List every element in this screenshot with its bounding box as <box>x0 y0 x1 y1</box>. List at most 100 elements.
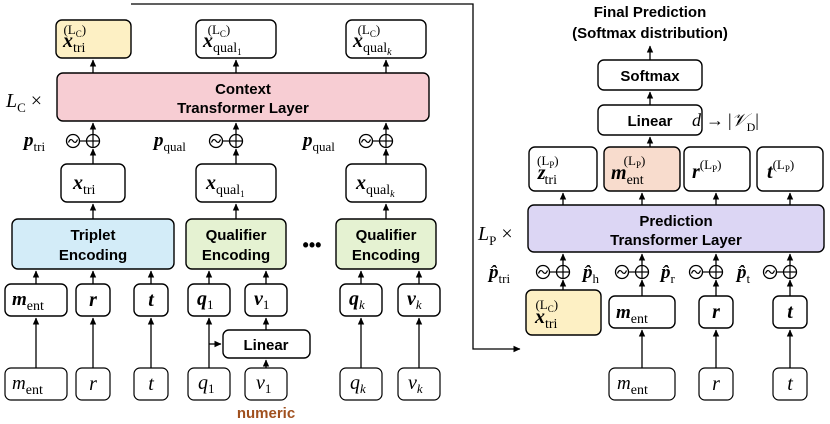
svg-text:r: r <box>89 289 97 311</box>
input-t-raw <box>133 367 169 401</box>
final-prediction-subtitle: (Softmax distribution) <box>572 25 728 42</box>
input-m-ent-raw <box>4 367 68 401</box>
output-t-box <box>756 146 824 192</box>
svg-text:v1: v1 <box>254 288 269 312</box>
x-qualk-box <box>345 163 427 203</box>
svg-text:Prediction: Prediction <box>639 213 712 230</box>
input-qk-raw <box>339 367 383 401</box>
numeric-label: numeric <box>237 405 295 422</box>
final-prediction-title: Final Prediction <box>594 4 707 21</box>
svg-text:xqualk: xqualk <box>355 172 395 200</box>
svg-text:r: r <box>712 373 720 395</box>
svg-text:ptri: ptri <box>22 130 45 154</box>
svg-text:ment: ment <box>617 373 648 398</box>
output-x-tri-label: xtri(LC) <box>62 22 86 56</box>
pos-encoding-qual1: pqual <box>152 130 244 154</box>
svg-text:Encoding: Encoding <box>352 247 420 264</box>
svg-text:ment: ment <box>12 289 44 314</box>
svg-text:Transformer Layer: Transformer Layer <box>610 232 742 249</box>
input-r-bold-right <box>698 295 734 329</box>
svg-text:ment(LP): ment(LP) <box>611 153 645 188</box>
svg-text:ztri(LP): ztri(LP) <box>537 153 559 188</box>
svg-text:r: r <box>89 373 97 395</box>
input-r-raw <box>75 367 111 401</box>
context-layer-line2: Transformer Layer <box>177 100 309 117</box>
pos-encoding-hat-r: p̂r <box>659 262 724 286</box>
svg-text:t: t <box>148 289 155 311</box>
input-r-raw-right <box>698 367 734 401</box>
input-x-tri-lc-box <box>525 289 602 336</box>
pos-encoding-hat-tri: p̂tri <box>487 262 571 286</box>
x-qual1-box <box>195 163 277 203</box>
svg-text:pqual: pqual <box>301 130 335 154</box>
svg-text:vk: vk <box>408 372 423 396</box>
output-z-tri-box <box>528 146 598 192</box>
prediction-layer-count: LP× <box>477 223 513 248</box>
svg-text:r(LP): r(LP) <box>692 157 721 183</box>
input-m-ent-raw-right <box>608 367 676 401</box>
input-r-bold <box>75 283 111 317</box>
svg-text:Encoding: Encoding <box>59 247 127 264</box>
svg-text:t: t <box>787 373 793 395</box>
context-layer-count: LC× <box>5 90 42 115</box>
svg-text:Qualifier: Qualifier <box>356 227 417 244</box>
svg-text:pqual: pqual <box>152 130 186 154</box>
svg-text:p̂h: p̂h <box>581 262 600 286</box>
output-x-qualk-label: xqualk(LC) <box>352 22 392 58</box>
svg-text:Triplet: Triplet <box>70 227 115 244</box>
svg-text:xqual1: xqual1 <box>205 172 245 199</box>
input-m-ent-bold <box>4 283 68 317</box>
svg-text:q1: q1 <box>197 288 214 312</box>
input-t-bold-right <box>772 295 808 329</box>
svg-text:p̂r: p̂r <box>659 262 676 286</box>
svg-text:r: r <box>712 301 720 323</box>
x-tri-box <box>60 163 126 203</box>
pos-encoding-hat-h: p̂h <box>581 262 650 286</box>
input-t-raw-right <box>772 367 808 401</box>
linear-dim-note: d→|𝒱D| <box>692 110 759 134</box>
input-v1-bold <box>244 283 288 317</box>
context-layer-line1: Context <box>215 81 271 98</box>
triplet-encoding-block <box>11 218 175 270</box>
pos-encoding-hat-t: p̂t <box>735 262 798 286</box>
svg-text:q1: q1 <box>198 372 215 396</box>
output-x-qual1-box <box>195 19 277 59</box>
pos-encoding-qualk: pqual <box>301 130 394 154</box>
svg-text:t: t <box>787 301 794 323</box>
qualifier-encoding-block-k <box>335 218 437 270</box>
input-vk-raw <box>397 367 441 401</box>
svg-text:t: t <box>148 373 154 395</box>
ellipsis: ••• <box>303 235 322 255</box>
input-m-ent-bold-right <box>608 295 676 329</box>
softmax-box <box>597 59 703 91</box>
output-x-qualk-box <box>345 19 427 59</box>
output-m-ent-box <box>603 146 681 192</box>
output-x-qual1-label: xqual1(LC) <box>202 22 242 57</box>
output-x-tri-box <box>55 19 132 59</box>
input-t-bold <box>133 283 169 317</box>
svg-text:Encoding: Encoding <box>202 247 270 264</box>
svg-text:vk: vk <box>407 288 422 312</box>
svg-text:t(LP): t(LP) <box>767 157 794 183</box>
svg-text:ment: ment <box>12 373 43 398</box>
svg-text:qk: qk <box>350 372 366 396</box>
svg-text:Linear: Linear <box>243 337 288 354</box>
pos-encoding-tri: ptri <box>22 130 101 154</box>
input-q1-raw <box>187 367 231 401</box>
output-r-box <box>683 146 751 192</box>
svg-text:p̂tri: p̂tri <box>487 262 510 286</box>
input-v1-raw <box>244 367 288 401</box>
svg-text:Qualifier: Qualifier <box>206 227 267 244</box>
input-vk-bold <box>397 283 441 317</box>
input-qk-bold <box>339 283 383 317</box>
linear-output-box <box>597 104 703 136</box>
svg-text:qk: qk <box>349 288 365 312</box>
qualifier-encoding-block-1 <box>185 218 287 270</box>
svg-text:xtri: xtri <box>72 172 96 198</box>
svg-text:Softmax: Softmax <box>620 68 680 85</box>
svg-text:Linear: Linear <box>627 113 672 130</box>
input-q1-bold <box>187 283 231 317</box>
prediction-transformer-layer <box>527 204 825 253</box>
context-transformer-layer <box>56 72 430 122</box>
